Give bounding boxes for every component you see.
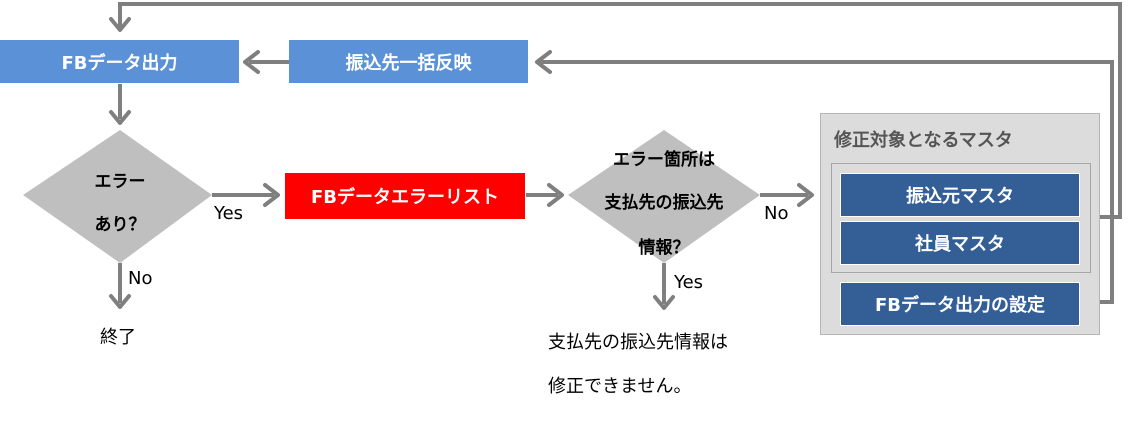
decision-location-line2: 支払先の振込先 — [604, 193, 724, 213]
decision-location-line1: エラー箇所は — [613, 150, 715, 170]
master-group-title: 修正対象となるマスタ — [834, 130, 1013, 151]
bulk-reflect-box: 振込先一括反映 — [289, 40, 528, 83]
arrowhead-decision2 — [547, 183, 564, 207]
arrowhead-output-left — [243, 50, 260, 74]
note-line2: 修正できません。 — [548, 376, 692, 397]
employee-master-box: 社員マスタ — [840, 221, 1080, 265]
decision-error-line1: エラー — [94, 172, 146, 192]
arrowhead-reflect — [535, 50, 552, 74]
source-master-box: 振込元マスタ — [840, 173, 1080, 217]
arrowhead-decision1 — [109, 110, 131, 125]
label-no-2: No — [764, 203, 789, 224]
decision-error-line2: あり？ — [94, 215, 146, 235]
decision-location-diamond — [568, 130, 760, 263]
arrowhead-masters — [797, 183, 814, 207]
label-no-1: No — [128, 268, 153, 289]
fb-settings-box: FBデータ出力の設定 — [840, 282, 1080, 326]
arrowhead-output-top — [109, 17, 131, 32]
arrowhead-note — [653, 295, 675, 310]
note-line1: 支払先の振込先情報は — [548, 332, 728, 353]
arrowhead-error-list — [263, 183, 280, 207]
label-yes-1: Yes — [214, 203, 244, 224]
fb-output-box: FBデータ出力 — [0, 40, 239, 83]
label-yes-2: Yes — [674, 272, 704, 293]
error-list-box: FBデータエラーリスト — [285, 173, 525, 219]
decision-location-line3: 情報？ — [638, 238, 690, 258]
feedback-line-top — [118, 2, 1122, 219]
arrowhead-end — [109, 294, 131, 309]
label-end: 終了 — [100, 327, 136, 348]
decision-error-diamond — [23, 130, 212, 263]
